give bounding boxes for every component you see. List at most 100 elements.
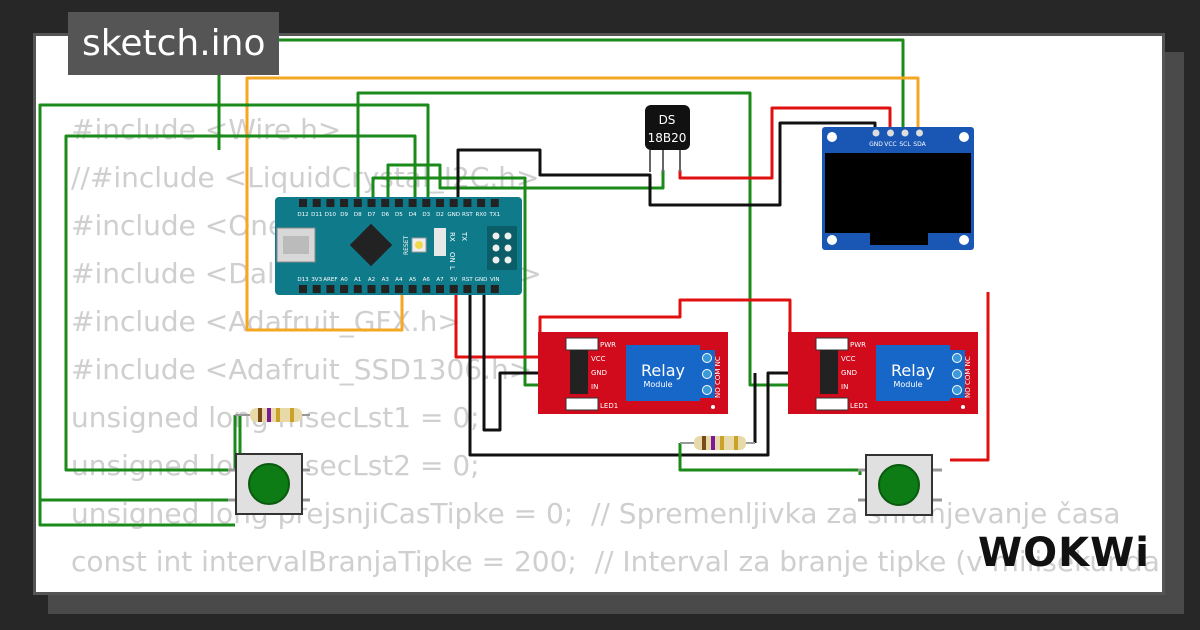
wire-red-oled-vcc (678, 106, 892, 180)
nano-pin[interactable] (394, 285, 403, 293)
wire-green-relay1 (371, 176, 560, 387)
nano-pin[interactable] (381, 199, 390, 207)
nano-pin-label: D12 (297, 212, 308, 218)
nano-pin[interactable] (353, 199, 362, 207)
nano-pin[interactable] (422, 285, 431, 293)
relay-2-pwr-label: PWR (850, 341, 866, 349)
nano-pin[interactable] (477, 285, 486, 293)
nano-pin-label: D4 (409, 212, 417, 218)
relay-module-2[interactable]: PWR LED1 VCC GND IN Relay Module NO COM … (788, 332, 978, 414)
nano-pin[interactable] (449, 285, 458, 293)
oled-pin[interactable] (872, 129, 880, 137)
nano-pin[interactable] (436, 199, 444, 207)
relay-1-coil (626, 345, 700, 401)
nano-pin[interactable] (353, 285, 362, 293)
nano-pin-label: D3 (422, 212, 430, 218)
nano-pin[interactable] (408, 199, 417, 207)
nano-pin[interactable] (340, 285, 349, 293)
nano-pin[interactable] (394, 199, 403, 207)
microcontroller-chip-icon (349, 223, 393, 267)
pushbutton-1[interactable] (228, 453, 310, 515)
relay-2-pin-vcc: VCC (841, 355, 856, 363)
nano-pin[interactable] (340, 199, 349, 207)
nano-pin-label: RST (462, 277, 473, 283)
nano-pin-label: A0 (340, 277, 348, 283)
nano-on-label: ON (448, 252, 456, 263)
nano-pin[interactable] (367, 199, 376, 207)
relay-2-title: Relay (891, 361, 935, 380)
nano-pin[interactable] (408, 285, 417, 293)
nano-pin-label: A4 (395, 277, 403, 283)
relay-2-pin-in: IN (841, 383, 848, 391)
relay-1-led1-label: LED1 (600, 402, 618, 410)
code-line: #include <Adafruit_SSD1306.h> (71, 353, 533, 386)
relay-1-pin-vcc: VCC (591, 355, 606, 363)
wire-black-relay1-gnd (482, 283, 560, 432)
pushbutton-1-cap-icon[interactable] (248, 463, 290, 505)
oled-pin-label: SCL (899, 141, 911, 148)
nano-pin-label: D9 (340, 212, 348, 218)
nano-pin-label: D5 (395, 212, 403, 218)
code-line: const int intervalBranjaTipke = 200; // … (71, 545, 1165, 578)
ds18b20-sensor[interactable]: DS 18B20 (645, 105, 690, 172)
nano-pin[interactable] (326, 285, 335, 293)
nano-pin[interactable] (463, 285, 472, 293)
pushbutton-2-cap-icon[interactable] (878, 464, 920, 506)
nano-pin[interactable] (326, 199, 335, 207)
nano-pin[interactable] (299, 199, 307, 207)
nano-pin-label: A1 (354, 277, 361, 283)
oled-pin[interactable] (901, 129, 909, 137)
nano-pin-label: A2 (368, 277, 375, 283)
nano-tx-label: TX (460, 231, 468, 241)
oled-ribbon (870, 233, 928, 245)
oled-pin[interactable] (916, 129, 923, 137)
ds18b20-label-1: DS (659, 113, 676, 127)
nano-pin[interactable] (422, 199, 431, 207)
relay-module-1[interactable]: PWR LED1 VCC GND IN Relay Module NO COM … (538, 332, 728, 414)
nano-pin-label: D11 (311, 212, 322, 218)
oled-pin[interactable] (887, 129, 894, 137)
nano-pin[interactable] (367, 285, 376, 293)
nano-pin[interactable] (463, 199, 472, 207)
nano-pin-label: GND (447, 212, 460, 218)
wire-black-ds-gnd (456, 121, 877, 207)
nano-pin[interactable] (299, 285, 307, 293)
nano-pin-label: A5 (409, 277, 417, 283)
resistor-2[interactable] (680, 436, 755, 450)
icsp-header (487, 226, 517, 270)
nano-pin[interactable] (449, 199, 458, 207)
nano-pin-label: D6 (381, 212, 389, 218)
nano-pin[interactable] (381, 285, 390, 293)
nano-pin[interactable] (312, 285, 321, 293)
nano-pin-label: RX0 (476, 212, 488, 218)
nano-pin-label: D7 (368, 212, 376, 218)
project-title[interactable]: sketch.ino (68, 12, 280, 75)
wire-green-button2 (38, 500, 235, 527)
nano-pin-label: D8 (354, 212, 362, 218)
ic-small-1 (434, 228, 446, 256)
relay-2-coil (876, 345, 950, 401)
code-line: unsigned long msecLst1 = 0; (71, 401, 480, 434)
nano-pin[interactable] (312, 199, 321, 207)
relay-1-pin-header (570, 350, 588, 394)
ds18b20-body (645, 105, 690, 150)
relay-2-pin-gnd: GND (841, 369, 857, 377)
nano-pin[interactable] (490, 285, 499, 293)
wire-green-sda-loop (217, 38, 905, 150)
nano-pin[interactable] (477, 199, 486, 207)
resistor-1[interactable] (235, 408, 310, 422)
pushbutton-2[interactable] (858, 454, 942, 516)
reset-button-knob[interactable] (415, 241, 423, 249)
nano-pin-label: VIN (490, 277, 500, 283)
nano-pin[interactable] (490, 199, 499, 207)
relay-2-subtitle: Module (893, 380, 922, 389)
nano-pin[interactable] (436, 285, 444, 293)
relay-1-title: Relay (641, 361, 685, 380)
wokwi-logo: WOKWi (978, 530, 1150, 576)
